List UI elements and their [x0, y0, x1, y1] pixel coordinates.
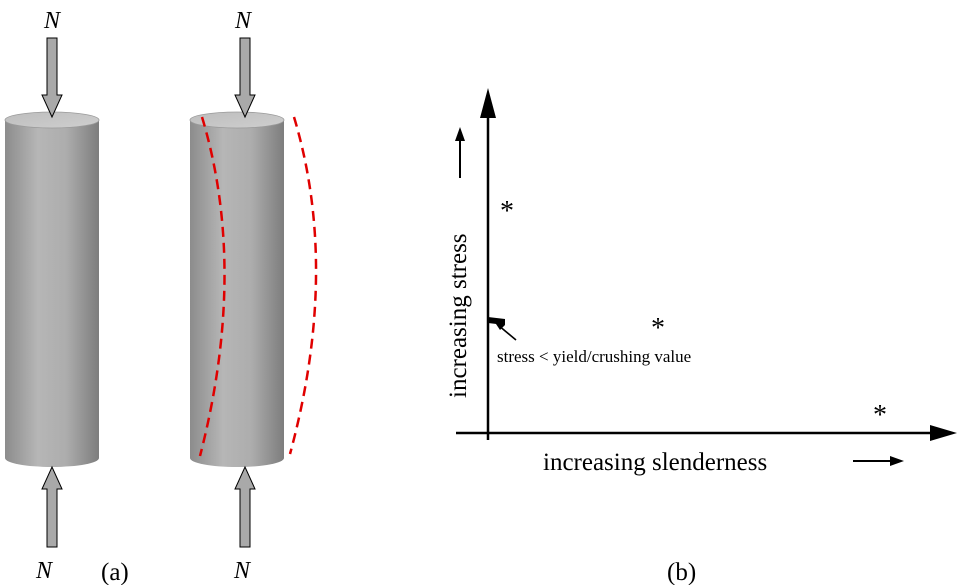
load-label-top-left: N	[43, 8, 62, 34]
annotation-label: stress < yield/crushing value	[497, 347, 691, 366]
panel-a-label: (a)	[101, 559, 129, 585]
buckling-column: N N	[189, 8, 318, 584]
load-arrow-top-left	[41, 37, 63, 119]
buckling-column-top-face	[189, 111, 285, 129]
load-arrow-bottom-left	[41, 465, 63, 548]
yield-tick-mark	[488, 317, 505, 325]
panel-b: increasing stress increasing slenderness…	[445, 88, 957, 585]
y-axis-label: increasing stress	[445, 233, 472, 398]
x-direction-arrowhead	[890, 456, 904, 466]
marker-high-slenderness: *	[873, 400, 887, 431]
buckled-shape-right	[288, 116, 318, 455]
buckled-shape-left	[198, 116, 226, 457]
load-label-bottom-left: N	[35, 558, 54, 584]
y-axis-arrowhead	[480, 88, 496, 118]
straight-column-body	[5, 120, 99, 467]
annotation-leader-head	[494, 321, 505, 330]
load-arrow-bottom-right	[234, 465, 256, 548]
marker-high-stress: *	[500, 196, 514, 227]
buckling-column-body	[190, 120, 284, 467]
load-label-top-right: N	[234, 8, 253, 34]
panel-a: N N (a) N N	[4, 8, 318, 585]
y-direction-arrowhead	[455, 127, 465, 141]
straight-column: N N	[4, 8, 100, 584]
marker-mid: *	[651, 313, 665, 344]
load-label-bottom-right: N	[233, 558, 252, 584]
load-arrow-top-right	[234, 37, 256, 119]
x-axis-arrowhead	[930, 425, 957, 441]
panel-b-label: (b)	[667, 559, 696, 585]
x-axis-label: increasing slenderness	[543, 449, 767, 476]
